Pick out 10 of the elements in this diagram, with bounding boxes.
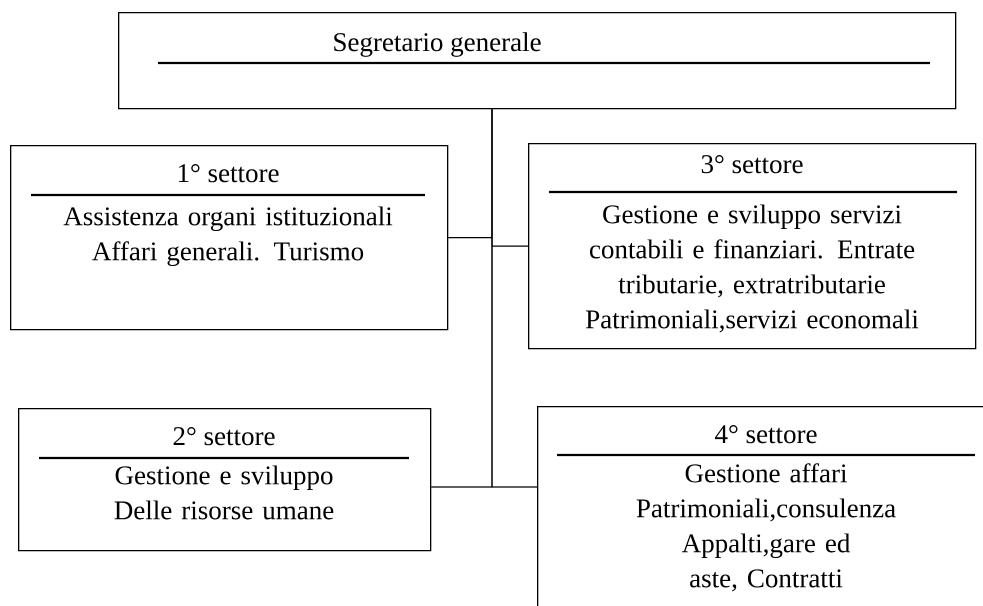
box-heading: 3° settore xyxy=(702,155,803,174)
box-heading: 4° settore xyxy=(715,425,817,444)
box-body: Assistenza organi istituzionali Affari generali. Turismo xyxy=(64,206,392,266)
box-body: Gestione affari Patrimoniali,consulenza Appalti,gare ed aste, Contratti xyxy=(636,463,896,592)
box-heading: 2° settore xyxy=(174,427,275,446)
connector-line xyxy=(491,109,537,488)
box-heading: Segretario generale xyxy=(334,32,541,57)
box-body: Gestione e sviluppo Delle risorse umane xyxy=(114,465,334,520)
box-body: Gestione e sviluppo servizi contabili e finanziari. Entrate tributarie, extratributarie Patrimoniali,servizi economali xyxy=(586,204,918,332)
box-heading: 1° settore xyxy=(178,164,279,182)
